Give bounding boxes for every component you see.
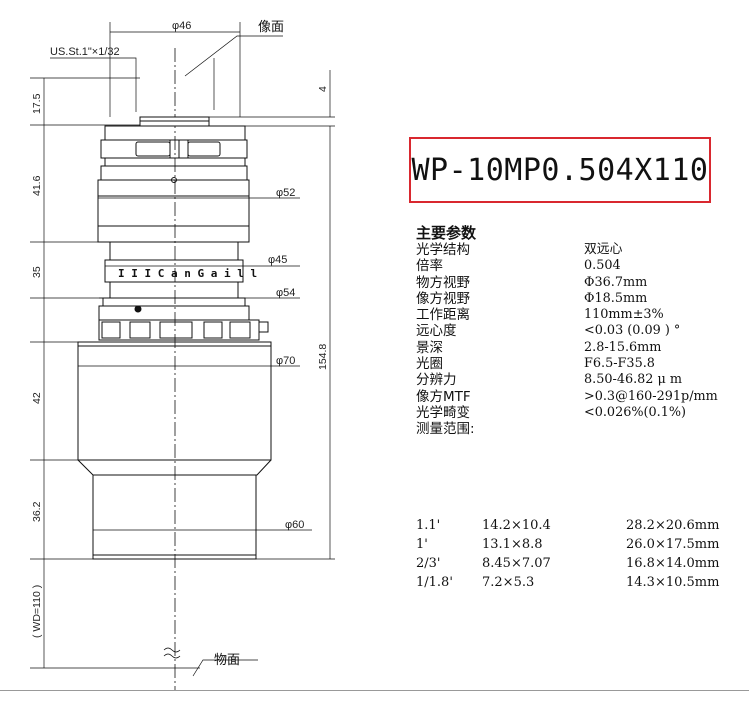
- dim-h17-5: 17.5: [31, 93, 43, 114]
- param-value: 2.8-15.6mm: [584, 339, 662, 355]
- param-value: F6.5-F35.8: [584, 356, 655, 372]
- main-parameters: 主要参数 光学结构 双远心 倍率 0.504 物方视野 Φ36.7mm 像方视野 Φ18…: [416, 224, 746, 438]
- dim-d60: φ60: [285, 519, 304, 531]
- object-field: 26.0×17.5mm: [626, 537, 720, 552]
- param-row: 景深 2.8-15.6mm: [416, 340, 746, 356]
- param-key: 分辨力: [416, 372, 457, 389]
- dim-h41-6: 41.6: [31, 175, 43, 196]
- param-value: Φ36.7mm: [584, 274, 648, 290]
- param-key: 远心度: [416, 323, 457, 340]
- param-value: <0.026%(0.1%): [584, 404, 687, 420]
- dim-wd: ( WD=110 ): [31, 585, 43, 638]
- param-key: 景深: [416, 339, 443, 356]
- dim-h36-2: 36.2: [31, 501, 43, 522]
- param-key: 像方视野: [416, 290, 470, 307]
- dim-h42: 42: [31, 392, 43, 404]
- dim-d52: φ52: [276, 187, 295, 199]
- fov-row: 1' 13.1×8.8 26.0×17.5mm: [416, 535, 748, 554]
- dim-d46: φ46: [172, 20, 191, 32]
- sensor-size: 1.1': [416, 518, 441, 533]
- param-value: 8.50-46.82 μ m: [584, 372, 683, 388]
- param-row: 光学结构 双远心: [416, 242, 746, 258]
- dim-h154-8: 154.8: [317, 344, 329, 370]
- param-row: 像方MTF >0.3@160-291p/mm: [416, 389, 746, 405]
- object-field: 16.8×14.0mm: [626, 556, 720, 571]
- param-row: 分辨力 8.50-46.82 μ m: [416, 372, 746, 388]
- param-row: 物方视野 Φ36.7mm: [416, 275, 746, 291]
- bottom-divider: [0, 690, 749, 691]
- fov-row: 2/3' 8.45×7.07 16.8×14.0mm: [416, 554, 748, 573]
- object-field: 14.3×10.5mm: [626, 575, 720, 590]
- dim-d45: φ45: [268, 254, 287, 266]
- image-plane-label: 像面: [258, 20, 284, 35]
- dim-h35: 35: [31, 266, 43, 278]
- object-field: 28.2×20.6mm: [626, 518, 720, 533]
- image-field: 14.2×10.4: [482, 518, 551, 533]
- param-row: 像方视野 Φ18.5mm: [416, 291, 746, 307]
- param-value: <0.03 (0.09 ) °: [584, 323, 681, 339]
- image-field: 8.45×7.07: [482, 556, 551, 571]
- param-row: 光圈 F6.5-F35.8: [416, 356, 746, 372]
- sensor-size: 1': [416, 537, 428, 552]
- image-field: 13.1×8.8: [482, 537, 543, 552]
- param-value: 0.504: [584, 258, 621, 274]
- fov-row: 1/1.8' 7.2×5.3 14.3×10.5mm: [416, 573, 748, 592]
- param-row: 远心度 <0.03 (0.09 ) °: [416, 323, 746, 339]
- param-row: 工作距离 110mm±3%: [416, 307, 746, 323]
- model-title: WP-10MP0.504X110: [411, 152, 709, 188]
- thread-label: US.St.1"×1/32: [50, 46, 120, 58]
- param-key: 光学畸变: [416, 404, 470, 421]
- param-key: 光学结构: [416, 242, 470, 258]
- param-row: 光学畸变 <0.026%(0.1%): [416, 405, 746, 421]
- dim-h4: 4: [317, 86, 329, 92]
- model-title-box: WP-10MP0.504X110: [409, 137, 711, 203]
- param-key: 工作距离: [416, 307, 470, 324]
- param-key: 倍率: [416, 258, 443, 275]
- param-key: 光圈: [416, 356, 443, 373]
- param-value: Φ18.5mm: [584, 290, 648, 306]
- sensor-size: 1/1.8': [416, 575, 453, 590]
- dim-d54: φ54: [276, 287, 295, 299]
- param-value: >0.3@160-291p/mm: [584, 388, 718, 404]
- params-title: 主要参数: [416, 224, 477, 242]
- svg-text:I I I C a n G a i l l: I I I C a n G a i l l: [118, 267, 257, 280]
- param-key: 物方视野: [416, 274, 470, 291]
- fov-row: 1.1' 14.2×10.4 28.2×20.6mm: [416, 516, 748, 535]
- param-value: 双远心: [584, 242, 623, 257]
- sensor-size: 2/3': [416, 556, 441, 571]
- fov-title: 测量范围:: [416, 421, 475, 438]
- param-value: 110mm±3%: [584, 307, 664, 323]
- dim-d70: φ70: [276, 355, 295, 367]
- param-key: 像方MTF: [416, 388, 471, 405]
- object-plane-label: 物面: [214, 653, 240, 668]
- image-field: 7.2×5.3: [482, 575, 535, 590]
- param-row: 倍率 0.504: [416, 258, 746, 274]
- measurement-range-table: 1.1' 14.2×10.4 28.2×20.6mm 1' 13.1×8.8 26.0×…: [416, 516, 748, 592]
